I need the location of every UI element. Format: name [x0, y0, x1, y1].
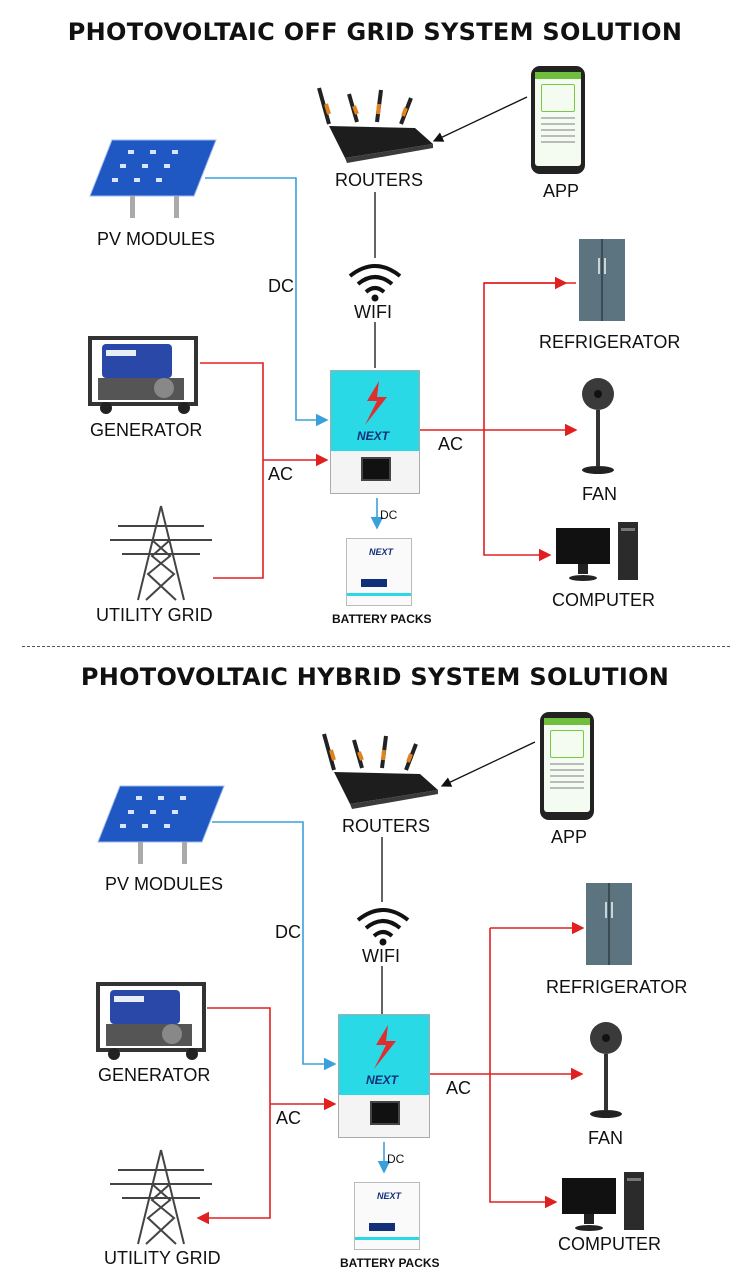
app-label: APP	[543, 181, 580, 201]
inverter-logo-icon	[374, 1025, 396, 1069]
refrigerator-icon	[579, 239, 625, 321]
solar-panel-icon	[89, 139, 217, 218]
fan-label: FAN	[588, 1128, 624, 1148]
hybrid-title: PHOTOVOLTAIC HYBRID SYSTEM SOLUTION	[80, 663, 670, 691]
generator-label: GENERATOR	[90, 420, 203, 440]
inverter-icon: NEXT	[338, 1014, 430, 1138]
off-grid-panel: PHOTOVOLTAIC OFF GRID SYSTEM SOLUTION	[67, 18, 683, 626]
solar-panel-icon	[97, 785, 225, 864]
utility-grid-label: UTILITY GRID	[104, 1248, 221, 1268]
battery-icon: NEXT	[354, 1182, 420, 1250]
computer-label: COMPUTER	[552, 590, 655, 610]
wifi-label: WIFI	[354, 302, 392, 322]
fan-icon	[582, 378, 614, 474]
dc-label: DC	[275, 922, 301, 942]
battery-dc-label: DC	[387, 1152, 405, 1166]
inverter-brand: NEXT	[366, 1073, 399, 1087]
computer-label: COMPUTER	[558, 1234, 661, 1254]
battery-brand: NEXT	[369, 547, 394, 557]
battery-packs-label: BATTERY PACKS	[340, 1256, 440, 1270]
inverter-display	[370, 1101, 400, 1125]
ac-output-label: AC	[446, 1078, 472, 1098]
refrigerator-label: REFRIGERATOR	[546, 977, 688, 997]
computer-icon	[556, 522, 638, 581]
wifi-icon	[348, 264, 402, 302]
battery-packs-label: BATTERY PACKS	[332, 612, 432, 626]
inverter-brand: NEXT	[357, 429, 390, 443]
ac-input-label: AC	[268, 464, 294, 484]
hybrid-wiring	[196, 741, 585, 1225]
off-grid-title: PHOTOVOLTAIC OFF GRID SYSTEM SOLUTION	[67, 18, 683, 46]
computer-icon	[562, 1172, 644, 1231]
utility-tower-icon	[110, 1149, 212, 1245]
router-icon	[317, 87, 433, 163]
refrigerator-label: REFRIGERATOR	[539, 332, 681, 352]
battery-dc-label: DC	[380, 508, 398, 522]
utility-grid-label: UTILITY GRID	[96, 605, 213, 625]
section-divider	[22, 646, 730, 647]
fan-label: FAN	[582, 484, 618, 504]
wifi-label: WIFI	[362, 946, 400, 966]
generator-icon	[96, 982, 206, 1060]
generator-icon	[88, 336, 198, 414]
routers-label: ROUTERS	[335, 170, 424, 190]
fan-icon	[590, 1022, 622, 1118]
utility-tower-icon	[110, 505, 212, 601]
hybrid-panel: PHOTOVOLTAIC HYBRID SYSTEM SOLUTION ROUT…	[0, 646, 750, 1279]
inverter-logo-icon	[365, 381, 387, 425]
app-label: APP	[551, 827, 588, 847]
pv-modules-label: PV MODULES	[105, 874, 224, 894]
routers-label: ROUTERS	[342, 816, 431, 836]
ac-input-label: AC	[276, 1108, 302, 1128]
dc-label: DC	[268, 276, 294, 296]
off-grid-wiring	[200, 96, 578, 579]
phone-app-icon	[531, 66, 585, 174]
generator-label: GENERATOR	[98, 1065, 211, 1085]
refrigerator-icon	[586, 883, 632, 965]
router-icon	[322, 733, 438, 809]
inverter-display	[361, 457, 391, 481]
ac-output-label: AC	[438, 434, 464, 454]
battery-brand: NEXT	[377, 1191, 402, 1201]
pv-modules-label: PV MODULES	[97, 229, 216, 249]
battery-icon: NEXT	[346, 538, 412, 606]
phone-app-icon	[540, 712, 594, 820]
inverter-icon: NEXT	[330, 370, 420, 494]
wifi-icon	[356, 908, 410, 946]
